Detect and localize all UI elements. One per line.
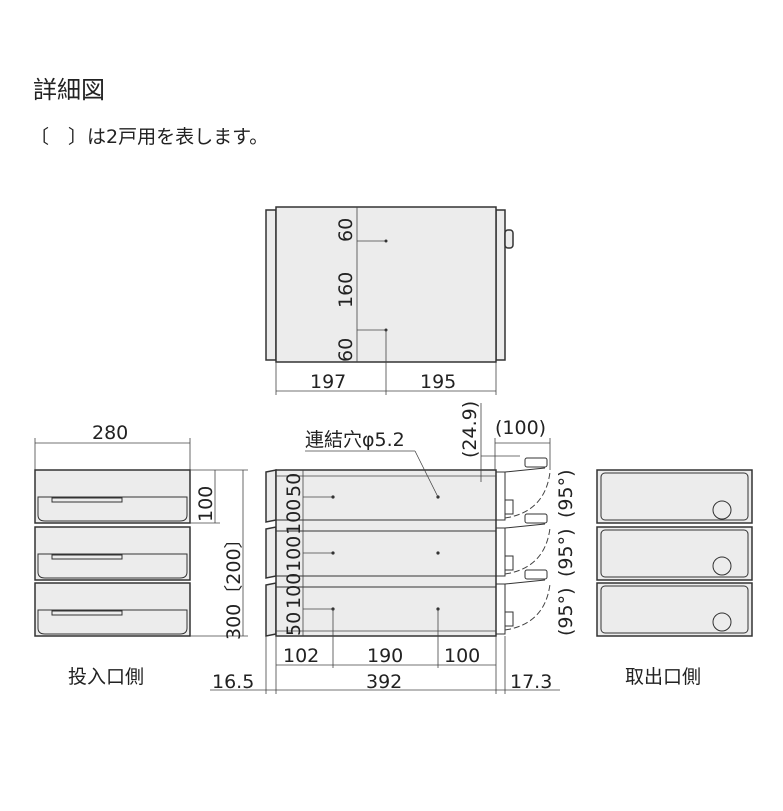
side-vdim-2: 100 [283,499,305,535]
side-vdim-5: 50 [283,612,305,636]
swing-angle-3: (95°) [555,587,577,636]
insert-width-dim: 280 [92,422,128,444]
left-ext-dim: 16.5 [212,671,254,693]
side-hdim-102: 102 [283,645,319,667]
top-view: 60 160 60 197 195 [265,206,514,395]
side-vdim-1: 50 [283,473,305,497]
right-ext-dim: 17.3 [510,671,552,693]
outlet-side-view: 取出口側 [596,469,753,688]
page-title: 詳細図 [33,76,105,104]
offset-dim: (24.9) [459,401,481,458]
side-total-dim: 392 [366,671,402,693]
insert-total-height-dim: 300〔200〕 [223,529,245,640]
side-view: 50 100 100 100 50 連結穴φ5.2 (95°) (95°) (9… [210,401,577,694]
hole-label: 連結穴φ5.2 [305,429,405,451]
side-hdim-100: 100 [444,645,480,667]
note-text: 〔 〕は2戸用を表します。 [30,126,269,148]
outlet-side-label: 取出口側 [625,666,701,688]
top-dim-60a: 60 [335,218,357,242]
top-dim-197: 197 [310,371,346,393]
door-swing-dim: (100) [495,417,546,439]
insert-side-label: 投入口側 [68,666,144,688]
knob-icon [504,229,514,249]
swing-angle-1: (95°) [555,469,577,518]
top-dim-160: 160 [335,272,357,308]
side-hdim-190: 190 [367,645,403,667]
top-dim-195: 195 [420,371,456,393]
side-vdim-4: 100 [283,573,305,609]
top-dim-60b: 60 [335,338,357,362]
insert-unit-height-dim: 100 [195,486,217,522]
swing-angle-2: (95°) [555,528,577,577]
side-vdim-3: 100 [283,536,305,572]
insert-side-view: 280 100 300〔200〕 投入口側 [34,422,248,688]
